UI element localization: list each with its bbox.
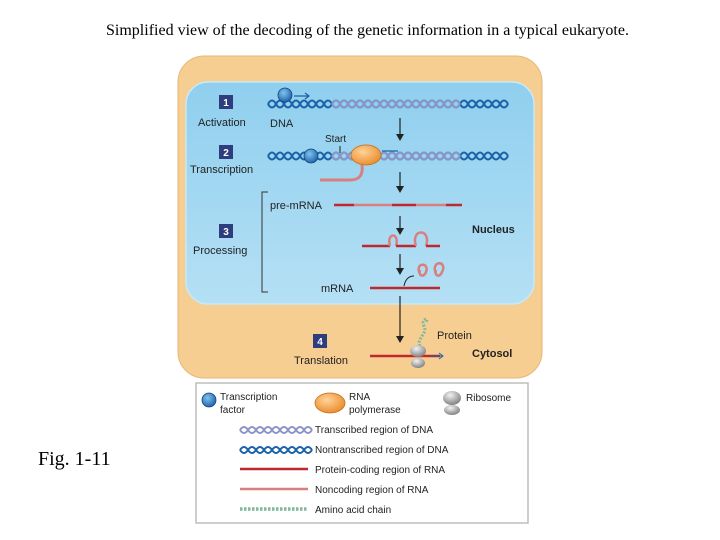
activation-arrow	[294, 92, 310, 100]
svg-text:3: 3	[223, 227, 229, 238]
nascent-rna	[320, 164, 364, 182]
excised-introns	[417, 262, 445, 277]
ribosome-icon	[410, 345, 426, 368]
step-4-label: Translation	[294, 355, 348, 367]
arrow-down-icon	[396, 296, 404, 343]
svg-text:Protein-coding region of RNA: Protein-coding region of RNA	[315, 465, 445, 476]
legend-transcribed-dna: Transcribed region of DNA	[239, 425, 433, 436]
start-label: Start	[325, 134, 346, 145]
svg-text:Ribosome: Ribosome	[466, 393, 511, 404]
translation-arrow	[430, 352, 444, 360]
slide-title: Simplified view of the decoding of the g…	[106, 22, 629, 39]
arrow-down-icon	[396, 254, 404, 275]
arrow-down-icon	[396, 172, 404, 193]
legend-rna-polymerase: RNA polymerase	[314, 392, 401, 416]
step-2-label: Transcription	[190, 164, 253, 176]
step-3-badge: 3	[219, 224, 233, 238]
nucleus	[185, 81, 535, 305]
transcription-factor	[277, 87, 293, 103]
svg-text:Transcription: Transcription	[220, 392, 277, 403]
spliced-out-arrow	[403, 275, 415, 287]
processing-bracket	[261, 191, 268, 293]
step-1-badge: 1	[219, 95, 233, 109]
svg-text:1: 1	[223, 98, 229, 109]
step-3-label: Processing	[193, 245, 247, 257]
legend-nontranscribed-dna: Nontranscribed region of DNA	[239, 445, 449, 456]
arrow-down-icon	[396, 118, 404, 141]
svg-text:RNA: RNA	[349, 392, 370, 403]
svg-text:Amino acid chain: Amino acid chain	[315, 505, 391, 516]
transcription-factor-bound	[303, 148, 319, 164]
protein-label: Protein	[437, 330, 472, 342]
svg-text:4: 4	[317, 337, 323, 348]
step-2-badge: 2	[219, 145, 233, 159]
svg-text:Noncoding region of RNA: Noncoding region of RNA	[315, 485, 429, 496]
legend-transcription-factor: Transcription factor	[201, 392, 277, 416]
svg-text:polymerase: polymerase	[349, 405, 401, 416]
dna-label: DNA	[270, 118, 294, 130]
svg-text:factor: factor	[220, 405, 246, 416]
amino-acid-chain	[417, 317, 429, 347]
svg-text:Nontranscribed region of DNA: Nontranscribed region of DNA	[315, 445, 449, 456]
arrow-down-icon	[396, 216, 404, 235]
step-4-badge: 4	[313, 334, 327, 348]
svg-text:2: 2	[223, 148, 229, 159]
nucleus-label: Nucleus	[472, 224, 515, 236]
splicing-strand	[362, 231, 440, 248]
pre-mrna-label: pre-mRNA	[270, 200, 323, 212]
mrna-label: mRNA	[321, 283, 354, 295]
activation-dna-helix	[267, 99, 509, 109]
legend-noncoding-rna: Noncoding region of RNA	[240, 485, 429, 496]
legend-ribosome: Ribosome	[443, 391, 511, 415]
legend-protein-coding-rna: Protein-coding region of RNA	[240, 465, 445, 476]
legend-amino-acid-chain: Amino acid chain	[240, 505, 391, 516]
svg-text:Transcribed region of DNA: Transcribed region of DNA	[315, 425, 433, 436]
step-1-label: Activation	[198, 117, 246, 129]
cytosol-label: Cytosol	[472, 348, 512, 360]
rna-polymerase	[350, 144, 382, 166]
figure-label: Fig. 1-11	[38, 448, 111, 470]
